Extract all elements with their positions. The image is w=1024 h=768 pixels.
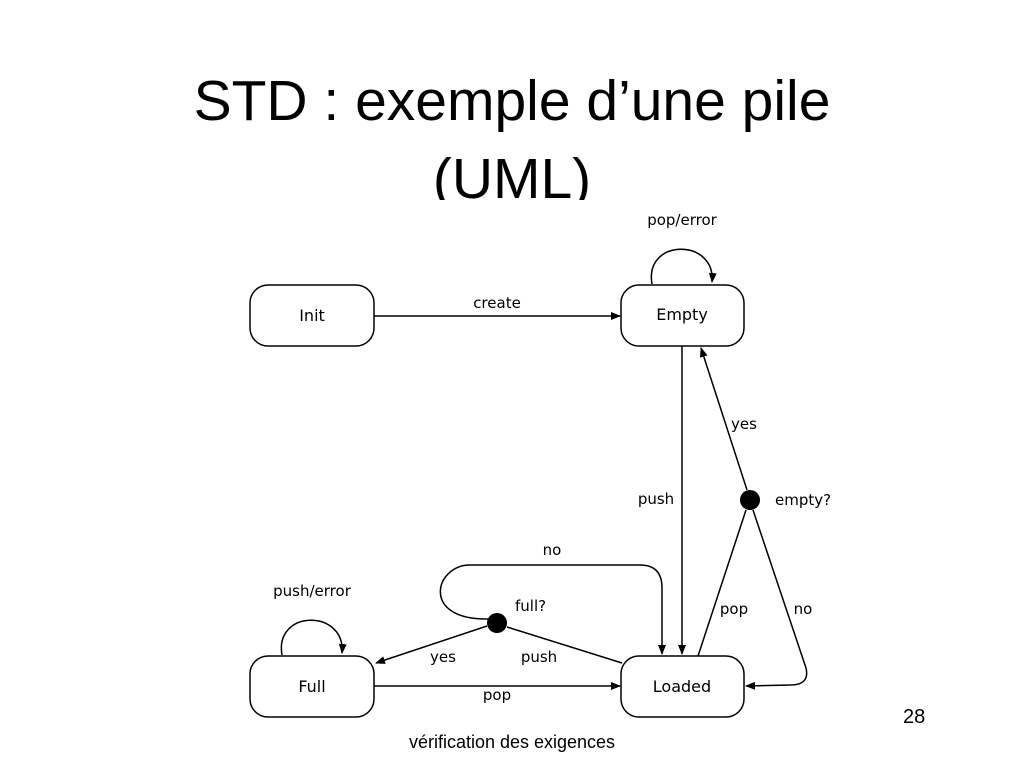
label-pop-full-loaded: pop [483, 686, 511, 704]
state-full-label: Full [298, 677, 325, 696]
slide-title: STD : exemple d’une pile (UML) [0, 62, 1024, 200]
choice-full [487, 613, 507, 633]
state-loaded: Loaded [620, 655, 745, 718]
label-full-question: full? [515, 597, 546, 615]
title-area: STD : exemple d’une pile (UML) [0, 0, 1024, 200]
edge-push-loaded-choice [506, 626, 623, 664]
edge-pop-loaded-choice [697, 509, 747, 657]
label-yes-full: yes [430, 648, 456, 666]
slide-title-line-1: STD : exemple d’une pile [193, 69, 831, 133]
label-empty-question: empty? [775, 491, 831, 509]
state-full: Full [249, 655, 375, 718]
label-push-error: push/error [273, 582, 352, 600]
label-no-full-loop: no [543, 541, 562, 559]
page-number: 28 [903, 706, 926, 728]
label-yes-empty: yes [731, 415, 757, 433]
edge-no-empty-loaded [745, 509, 808, 690]
choice-empty [740, 490, 760, 510]
state-empty: Empty [620, 284, 745, 347]
label-push-loaded-full: push [521, 648, 557, 666]
edge-yes-full [375, 625, 488, 664]
edge-push-error [280, 619, 347, 656]
label-push-empty-loaded: push [638, 490, 674, 508]
edge-yes-empty [699, 347, 748, 491]
edge-no-full-loop [439, 564, 666, 655]
label-create: create [473, 294, 521, 312]
state-init-label: Init [299, 306, 325, 325]
state-loaded-label: Loaded [653, 677, 711, 696]
slide-title-line-2: (UML) [432, 147, 592, 200]
label-pop-loaded-empty: pop [720, 600, 748, 618]
state-empty-label: Empty [656, 305, 708, 324]
state-init: Init [249, 284, 375, 347]
slide-footer: vérification des exigences [408, 732, 616, 752]
label-pop-error: pop/error [647, 211, 717, 229]
label-no-empty-loaded: no [794, 600, 813, 618]
edge-pop-error [650, 248, 717, 285]
